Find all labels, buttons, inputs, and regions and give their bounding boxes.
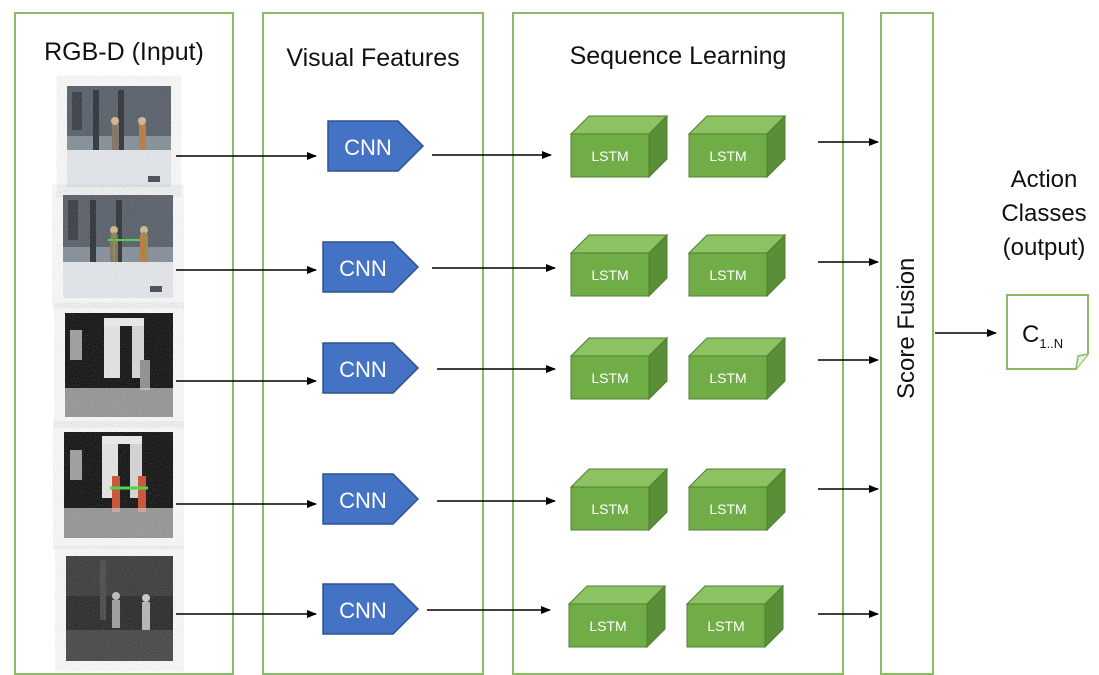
output-title-line3: (output) — [1002, 234, 1086, 261]
visual-features-title: Visual Features — [286, 44, 460, 72]
output-title-line1: Action — [1010, 166, 1078, 193]
output-title-line2: Classes — [1001, 200, 1087, 227]
output-class-label: C1..N — [1022, 321, 1063, 351]
output-title: Action Classes (output) — [990, 163, 1098, 265]
input-column-title: RGB-D (Input) — [44, 38, 204, 66]
output-class-box: C1..N — [1006, 294, 1089, 370]
visual-features-panel: Visual Features — [262, 12, 484, 675]
sequence-learning-title: Sequence Learning — [569, 42, 787, 70]
input-panel: RGB-D (Input) — [14, 12, 234, 675]
score-fusion-panel — [880, 12, 934, 675]
sequence-learning-panel: Sequence Learning — [512, 12, 844, 675]
score-fusion-label: Score Fusion — [893, 257, 920, 399]
